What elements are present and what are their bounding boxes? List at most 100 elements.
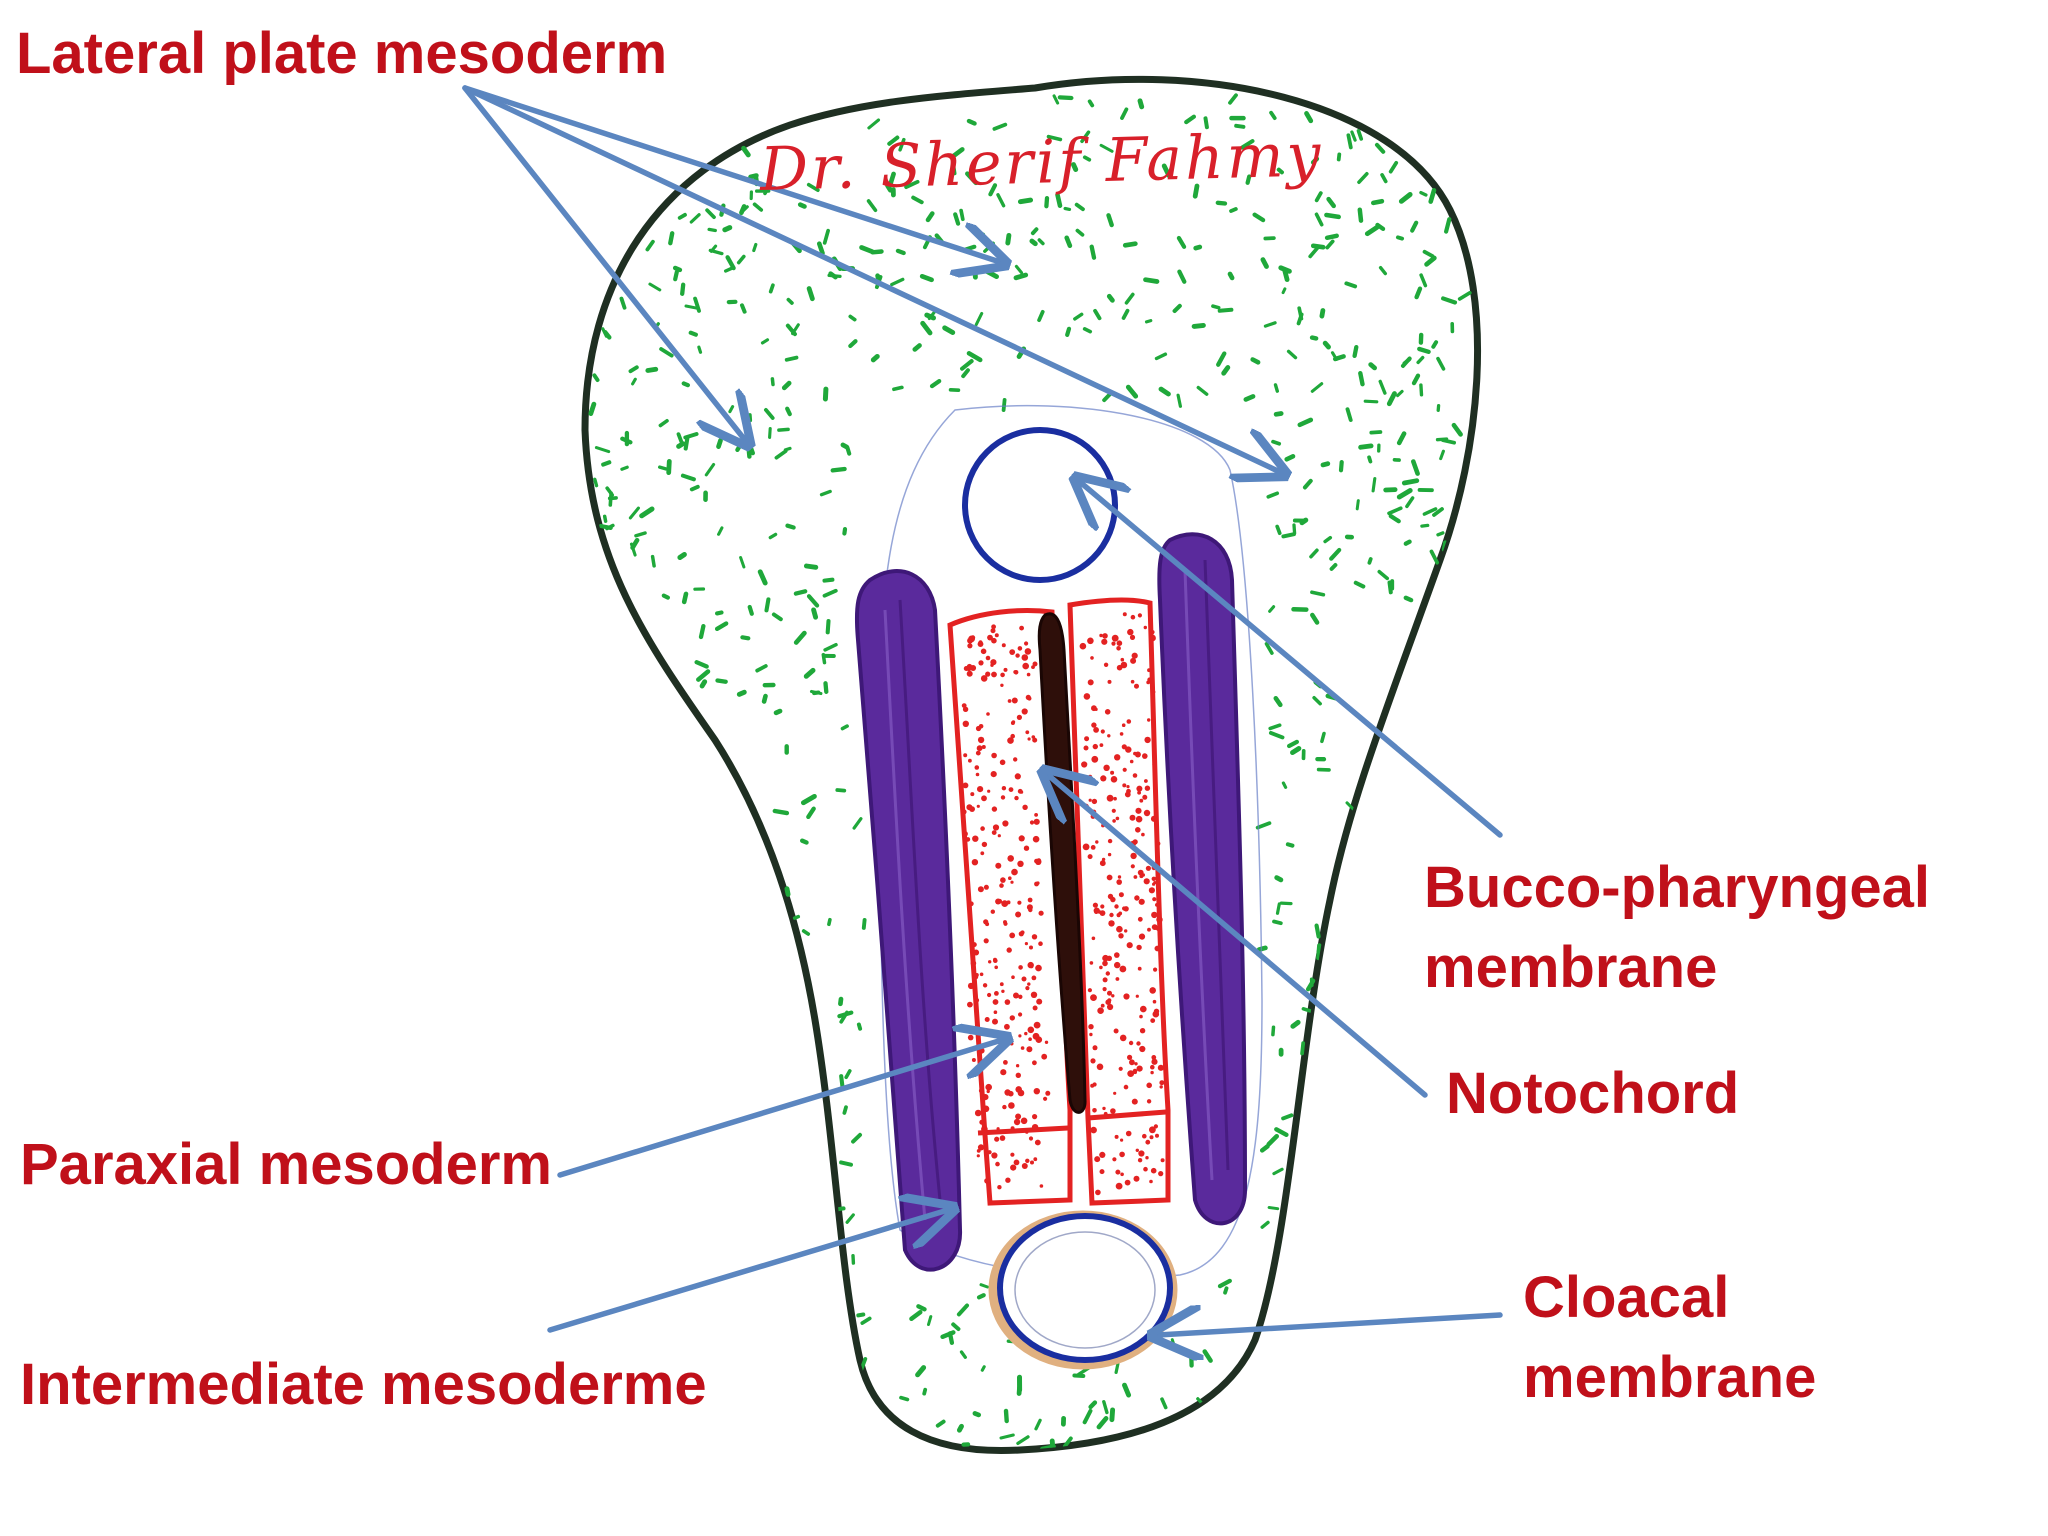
- green-dot: [845, 1213, 855, 1224]
- green-dot: [828, 271, 838, 280]
- green-dot: [1405, 496, 1415, 509]
- green-dot: [956, 1303, 969, 1317]
- red-dot: [992, 1018, 998, 1025]
- red-dot: [1016, 714, 1023, 721]
- green-dot: [966, 118, 977, 126]
- red-dot: [1017, 646, 1023, 651]
- green-dot: [1435, 437, 1449, 442]
- green-dot: [1203, 116, 1209, 130]
- red-dot: [1151, 876, 1157, 881]
- green-dot: [658, 418, 669, 428]
- green-dot: [1272, 919, 1283, 926]
- green-dot: [1378, 266, 1388, 276]
- red-dot: [963, 753, 968, 758]
- green-dot: [1082, 155, 1092, 162]
- green-dot: [1396, 389, 1404, 398]
- red-dot: [973, 949, 980, 956]
- green-dot: [1388, 160, 1399, 174]
- green-dot: [1215, 200, 1228, 206]
- green-dot: [988, 183, 998, 197]
- red-dot: [1027, 1026, 1035, 1034]
- green-dot: [1336, 152, 1342, 162]
- red-dot: [1018, 1034, 1022, 1038]
- red-dot: [990, 628, 996, 634]
- red-dot: [1090, 1083, 1095, 1088]
- red-dot: [1138, 898, 1145, 905]
- green-dot: [842, 1105, 848, 1115]
- red-dot: [980, 648, 987, 655]
- green-dot: [740, 635, 751, 641]
- red-dot: [980, 851, 985, 856]
- green-dot: [1417, 346, 1431, 354]
- red-dot: [981, 841, 988, 848]
- arrow-notochord: [1048, 775, 1428, 1098]
- red-dot: [1032, 1032, 1040, 1040]
- green-dot: [784, 886, 791, 897]
- green-dot: [911, 195, 924, 205]
- red-dot: [1107, 838, 1113, 844]
- red-dot: [1102, 633, 1108, 639]
- green-dot: [935, 1419, 946, 1428]
- green-dot: [821, 652, 827, 665]
- red-dot: [1092, 1108, 1097, 1113]
- red-dot: [1110, 1108, 1116, 1114]
- red-dot: [982, 1105, 990, 1113]
- red-dot: [1107, 998, 1112, 1003]
- green-dot: [1429, 549, 1440, 565]
- green-dot: [1109, 1407, 1116, 1423]
- red-dot: [986, 1089, 990, 1094]
- red-dot: [985, 671, 991, 677]
- green-dot: [1267, 1206, 1280, 1211]
- red-dot: [1125, 1130, 1132, 1137]
- red-dot: [1008, 876, 1012, 880]
- red-dot: [1155, 903, 1159, 907]
- red-dot: [1010, 1164, 1017, 1171]
- green-dot: [705, 208, 716, 220]
- red-dot: [1096, 1063, 1104, 1071]
- green-dot: [1281, 781, 1288, 789]
- green-dot: [1245, 174, 1252, 185]
- red-dot: [990, 663, 994, 667]
- signature-watermark: Dr. Sherif Fahmy: [759, 120, 1325, 205]
- red-dot: [972, 835, 979, 842]
- green-dot: [960, 359, 974, 371]
- green-dot: [1302, 478, 1313, 490]
- red-dot: [1129, 634, 1136, 641]
- red-dot: [1151, 1055, 1157, 1060]
- green-dot: [1338, 460, 1344, 473]
- green-dot: [1329, 547, 1342, 561]
- green-dot: [1269, 110, 1277, 120]
- green-dot: [999, 1433, 1015, 1440]
- red-dot: [1018, 835, 1025, 842]
- red-dot: [1030, 964, 1034, 969]
- green-dot: [1266, 491, 1280, 499]
- green-dot: [1314, 191, 1323, 203]
- red-dot: [1150, 630, 1155, 635]
- green-dot: [823, 681, 829, 694]
- green-dot: [770, 377, 775, 387]
- green-dot: [929, 379, 942, 389]
- red-dot: [1151, 911, 1158, 919]
- red-dot: [1143, 1166, 1148, 1172]
- green-dot: [607, 496, 618, 501]
- green-dot: [825, 619, 831, 635]
- green-dot: [1278, 265, 1292, 274]
- green-dot: [1243, 394, 1256, 402]
- red-dot: [1130, 864, 1135, 869]
- label-cloacal-line2: membrane: [1523, 1345, 1817, 1410]
- green-dot: [922, 1387, 928, 1396]
- green-dot: [1419, 383, 1424, 397]
- green-dot: [1332, 354, 1346, 362]
- green-dot: [1158, 386, 1171, 397]
- green-dot: [1106, 213, 1114, 228]
- red-dot: [1038, 910, 1044, 916]
- red-dot: [1121, 723, 1126, 727]
- red-dot: [1154, 945, 1161, 952]
- green-dot: [764, 597, 771, 613]
- red-dot: [1102, 954, 1109, 962]
- red-dot: [1130, 657, 1137, 664]
- green-dot: [1402, 357, 1412, 366]
- green-dot: [1395, 235, 1405, 241]
- red-dot: [1123, 993, 1130, 1000]
- green-dot: [947, 1331, 955, 1345]
